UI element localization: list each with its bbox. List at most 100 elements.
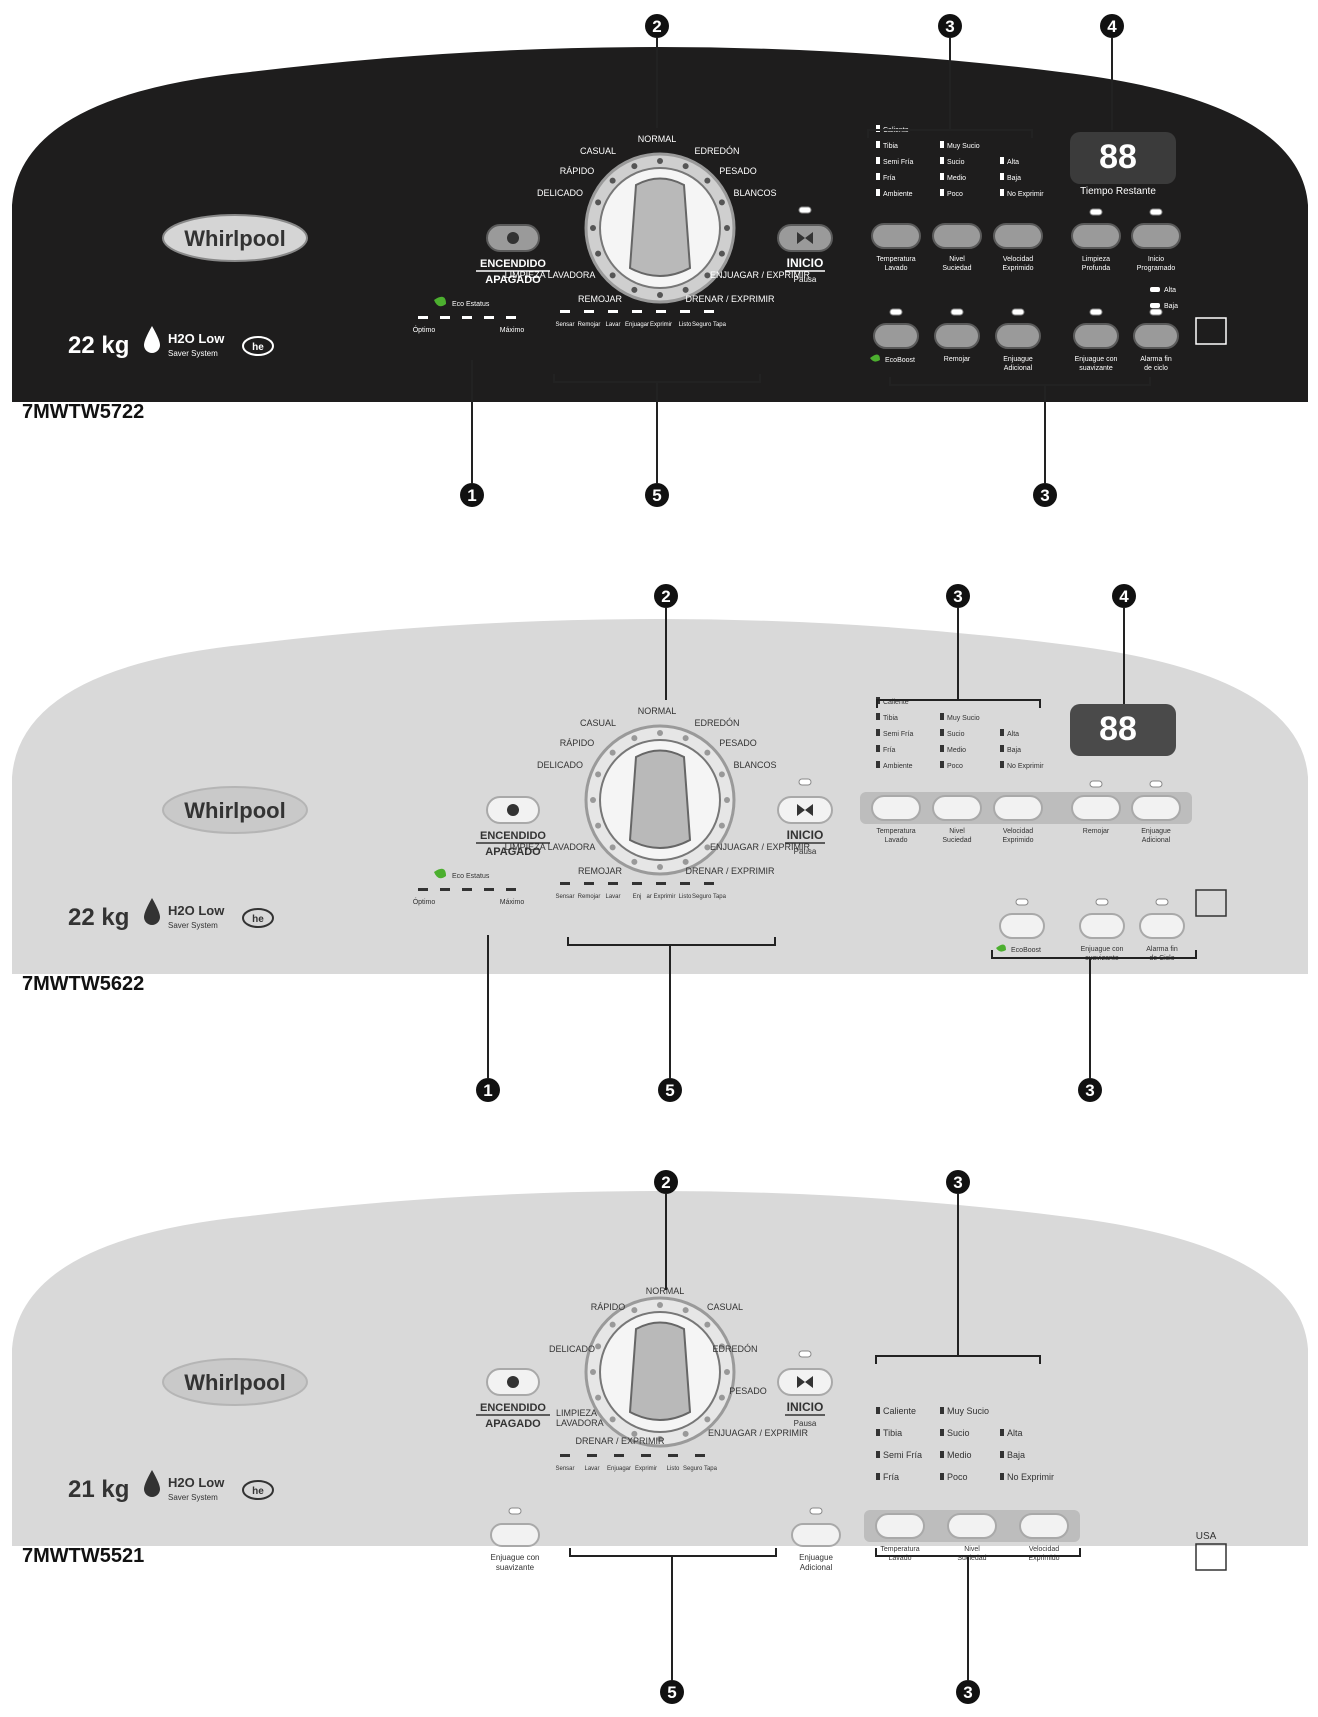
dial-knob (628, 1321, 692, 1421)
status-led (560, 1454, 570, 1457)
bracket-line (567, 937, 776, 946)
temperature-option: Tibia (883, 715, 898, 722)
dial-option: NORMAL (638, 134, 677, 144)
h2o-low-label: H2O Low (168, 1475, 225, 1490)
callout-1: 1 (460, 483, 484, 507)
option-led (940, 157, 944, 164)
soil-option: Poco (947, 763, 963, 770)
option-button (1071, 795, 1121, 821)
temperature-option: Tibia (883, 1428, 902, 1438)
callout-number: 4 (1119, 587, 1129, 606)
option-led (940, 745, 944, 752)
eco-left-label: Óptimo (413, 325, 436, 334)
callout-number: 3 (1040, 486, 1049, 505)
dial-knob (628, 177, 692, 277)
callout-2: 2 (654, 584, 678, 608)
option-led (876, 157, 880, 164)
option-button-label: Suciedad (957, 1555, 986, 1562)
temperature-option: Caliente (883, 699, 909, 706)
status-led (656, 310, 666, 313)
callout-circle (946, 584, 970, 608)
dial-option: LIMPIEZA (556, 1408, 597, 1418)
indicator-led (1011, 308, 1025, 316)
option-led (876, 745, 880, 752)
soil-option: Medio (947, 175, 966, 182)
eco-meter-segment (462, 888, 472, 891)
power-label-bottom: APAGADO (485, 1418, 541, 1430)
callout-bracket (569, 1548, 777, 1680)
callout-2: 2 (654, 1170, 678, 1194)
status-label: Lavar (605, 894, 620, 900)
option-led (940, 1473, 944, 1480)
option-led (940, 141, 944, 148)
option-button-label: Lavado (885, 265, 908, 272)
option-button-label: Enjuague con (1075, 356, 1118, 363)
status-led (704, 882, 714, 885)
soil-option: Medio (947, 747, 966, 754)
option-led (876, 729, 880, 736)
status-led (680, 310, 690, 313)
bracket-line (875, 1548, 1081, 1557)
status-led (632, 310, 642, 313)
temperature-option: Semi Fría (883, 159, 913, 166)
dial-option: RÁPIDO (560, 738, 595, 748)
option-button (947, 1513, 997, 1539)
option-button-label: Nivel (949, 828, 965, 835)
dial-tick (609, 272, 616, 279)
soil-option: Sucio (947, 159, 965, 166)
callout-number: 5 (667, 1683, 676, 1702)
option-button-label: Lavado (885, 837, 908, 844)
leaf-icon (870, 354, 880, 362)
status-led (695, 1454, 705, 1457)
callout-bracket (567, 937, 776, 1078)
option-button (932, 223, 982, 249)
option-button-label: Alarma fin (1140, 356, 1172, 363)
dial-option: CASUAL (580, 718, 616, 728)
eco-meter-segment (462, 316, 472, 319)
status-label: Remojar (578, 322, 601, 328)
dial-tick (609, 1321, 616, 1328)
dial-tick (609, 1416, 616, 1423)
dial-tick (682, 735, 689, 742)
callout-circle (654, 584, 678, 608)
option-button-label: suavizante (1079, 365, 1113, 372)
dial-option: REMOJAR (578, 294, 623, 304)
option-button (871, 223, 921, 249)
option-button-label: Enjuague con (1081, 946, 1124, 953)
option-button-label: Suciedad (942, 837, 971, 844)
callout-5: 5 (645, 483, 669, 507)
power-label-top: ENCENDIDO (480, 830, 546, 842)
logo-text: Whirlpool (184, 1370, 285, 1395)
option-button (934, 323, 980, 349)
status-label: Exprimir (650, 322, 672, 328)
option-button (999, 913, 1045, 939)
play-pause-icon (797, 1376, 813, 1388)
temperature-option: Semi Fría (883, 1450, 922, 1460)
status-led (608, 310, 618, 313)
dial-tick (718, 1343, 725, 1350)
callout-number: 5 (665, 1081, 674, 1100)
dial-tick (682, 858, 689, 865)
temperature-option: Fría (883, 175, 896, 182)
callout-5: 5 (658, 1078, 682, 1102)
callout-number: 3 (945, 17, 954, 36)
spin-option: Alta (1007, 159, 1019, 166)
option-button-label: Profunda (1082, 265, 1111, 272)
cycle-dial (584, 724, 736, 876)
indicator-led (1155, 898, 1169, 906)
callout-number: 2 (661, 587, 670, 606)
logo-oval (162, 1358, 308, 1406)
soil-option: Sucio (947, 1428, 970, 1438)
status-led (584, 310, 594, 313)
callout-1: 1 (476, 1078, 500, 1102)
dial-tick (657, 730, 663, 736)
water-drop-icon (144, 898, 160, 925)
logo-oval (162, 214, 308, 262)
eco-meter-segment (484, 316, 494, 319)
callout-3: 3 (946, 584, 970, 608)
indicator-led (1015, 898, 1029, 906)
energy-star-icon (1195, 889, 1227, 917)
whirlpool-logo: Whirlpool (162, 214, 308, 262)
option-led (940, 1407, 944, 1414)
status-led (584, 882, 594, 885)
